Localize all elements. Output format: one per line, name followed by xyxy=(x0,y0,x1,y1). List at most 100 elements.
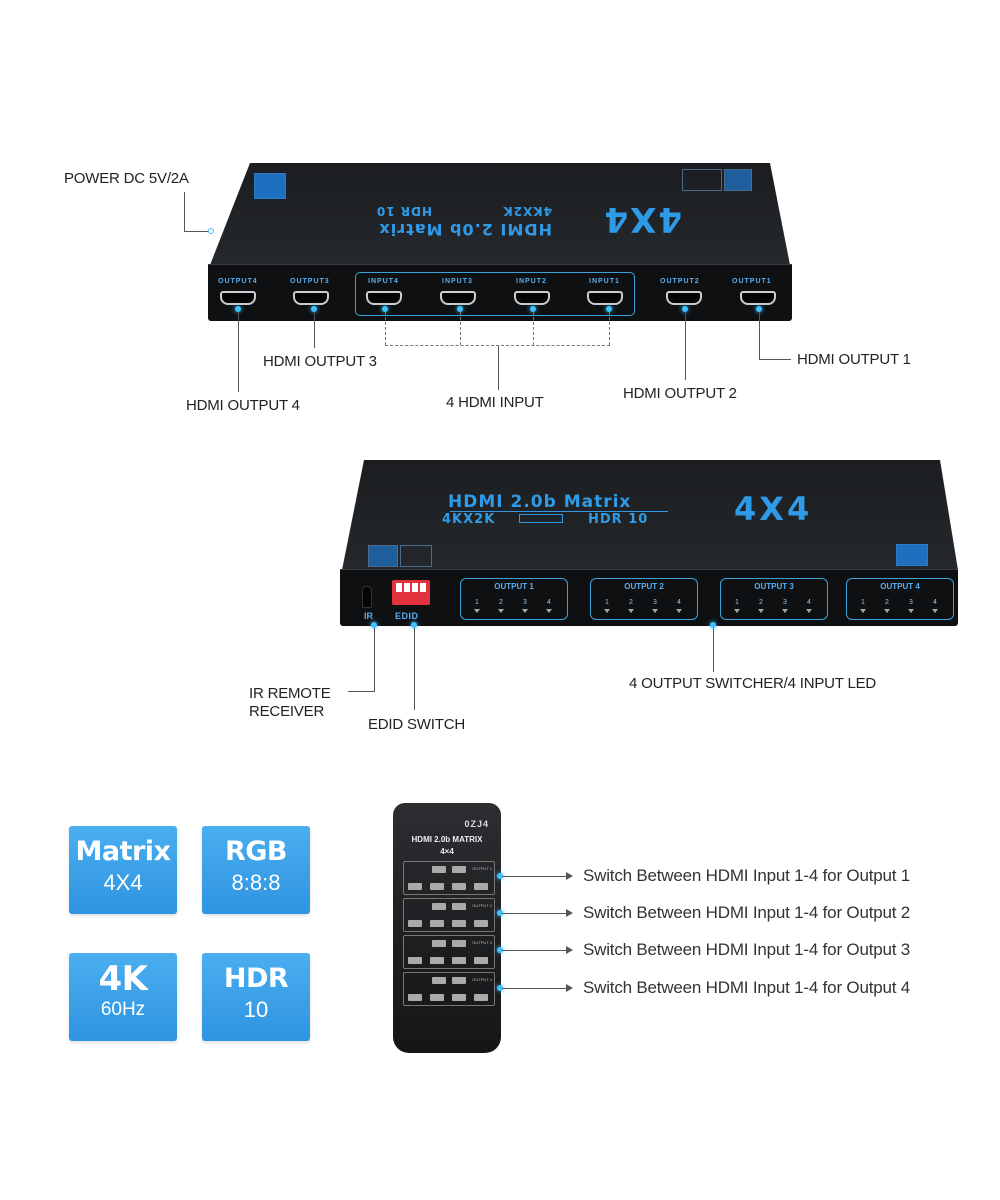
tile-title: RGB xyxy=(224,836,288,867)
prev-button[interactable] xyxy=(432,866,446,873)
tile-title: 4K xyxy=(98,959,148,999)
device-title-flipped: HDMI 2.0b Matrix 4KX2K HDR 10 4X4 xyxy=(302,199,702,239)
input-number: 4 xyxy=(547,599,551,606)
out4-leader xyxy=(238,312,239,392)
remote-group-output2[interactable]: OUTPUT 2 xyxy=(403,898,495,932)
input-number: 3 xyxy=(523,599,527,606)
output-group-label: OUTPUT 1 xyxy=(494,582,534,591)
remote-model: HDMI 2.0b MATRIX xyxy=(411,835,483,844)
remote-description: Switch Between HDMI Input 1-4 for Output… xyxy=(583,978,911,997)
led-icon xyxy=(782,609,788,613)
input-3-button[interactable] xyxy=(452,920,466,927)
next-button[interactable] xyxy=(452,940,466,947)
device-front-panel: IR EDID OUTPUT 1 1 2 3 4 OUTPUT 2 1 2 3 … xyxy=(340,569,958,626)
hdmi-port-output4[interactable] xyxy=(220,291,256,305)
cert-badge-icon xyxy=(400,545,432,567)
arrow-right-icon xyxy=(566,984,573,992)
led-icon xyxy=(522,609,528,613)
remote-group-output3[interactable]: OUTPUT 3 xyxy=(403,935,495,969)
output-group-4[interactable]: OUTPUT 4 1 2 3 4 xyxy=(846,578,954,620)
led-icon xyxy=(734,609,740,613)
input-leader xyxy=(533,312,534,345)
prev-button[interactable] xyxy=(432,977,446,984)
cert-badge-icon xyxy=(682,169,722,191)
remote-group-output1[interactable]: OUTPUT 1 xyxy=(403,861,495,895)
title-underline xyxy=(450,511,668,512)
arrow-line xyxy=(502,876,566,877)
hdmi-port-input2[interactable] xyxy=(514,291,550,305)
out1-callout-label: HDMI OUTPUT 1 xyxy=(797,351,911,368)
input-number: 3 xyxy=(909,599,913,606)
led-icon xyxy=(498,609,504,613)
input-4-button[interactable] xyxy=(474,994,488,1001)
arrow-right-icon xyxy=(566,946,573,954)
next-button[interactable] xyxy=(452,866,466,873)
input-2-button[interactable] xyxy=(430,994,444,1001)
port-label: OUTPUT2 xyxy=(660,278,700,285)
led-icon xyxy=(758,609,764,613)
switcher-callout-label: 4 OUTPUT SWITCHER/4 INPUT LED xyxy=(629,675,877,692)
input-2-button[interactable] xyxy=(430,957,444,964)
input-bracket xyxy=(385,345,610,346)
remote-group-output4[interactable]: OUTPUT 4 xyxy=(403,972,495,1006)
input-3-button[interactable] xyxy=(452,957,466,964)
input-1-button[interactable] xyxy=(408,994,422,1001)
remote-marker xyxy=(497,910,503,916)
output-group-1[interactable]: OUTPUT 1 1 2 3 4 xyxy=(460,578,568,620)
input-number: 4 xyxy=(933,599,937,606)
inputs-callout-label: 4 HDMI INPUT xyxy=(446,394,544,411)
device-badge: 4X4 xyxy=(602,199,682,239)
hdmi-port-output1[interactable] xyxy=(740,291,776,305)
edid-marker xyxy=(411,622,417,628)
remote-group-label: OUTPUT 3 xyxy=(472,940,492,945)
input-leader xyxy=(609,312,610,345)
next-button[interactable] xyxy=(452,977,466,984)
input-1-button[interactable] xyxy=(408,920,422,927)
output-group-label: OUTPUT 3 xyxy=(754,582,794,591)
hdmi-port-output3[interactable] xyxy=(293,291,329,305)
port-label: INPUT4 xyxy=(368,278,399,285)
device-title: HDMI 2.0b Matrix xyxy=(448,492,632,512)
output-group-2[interactable]: OUTPUT 2 1 2 3 4 xyxy=(590,578,698,620)
4k-badge-icon xyxy=(368,545,398,567)
prev-button[interactable] xyxy=(432,940,446,947)
input-1-button[interactable] xyxy=(408,957,422,964)
arrow-right-icon xyxy=(566,909,573,917)
edid-dip-switch[interactable] xyxy=(392,580,430,605)
hdmi-port-input3[interactable] xyxy=(440,291,476,305)
input-1-button[interactable] xyxy=(408,883,422,890)
input-leader xyxy=(460,312,461,345)
input-2-button[interactable] xyxy=(430,883,444,890)
out1-leader xyxy=(759,359,791,360)
input-4-button[interactable] xyxy=(474,920,488,927)
ir-marker xyxy=(371,622,377,628)
input-number: 2 xyxy=(629,599,633,606)
ir-remote-control: 0ZJ4 HDMI 2.0b MATRIX 4×4 OUTPUT 1 OUTPU… xyxy=(393,803,501,1053)
out1-leader xyxy=(759,312,760,360)
device-top-surface: HDMI 2.0b Matrix 4KX2K HDR 10 4X4 xyxy=(210,163,790,265)
output-group-3[interactable]: OUTPUT 3 1 2 3 4 xyxy=(720,578,828,620)
hdmi-port-output2[interactable] xyxy=(666,291,702,305)
input-leader xyxy=(385,312,386,345)
feature-tile-rgb: RGB 8:8:8 xyxy=(202,826,310,914)
input-3-button[interactable] xyxy=(452,883,466,890)
input-2-button[interactable] xyxy=(430,920,444,927)
prev-button[interactable] xyxy=(432,903,446,910)
led-icon xyxy=(474,609,480,613)
remote-description: Switch Between HDMI Input 1-4 for Output… xyxy=(583,903,911,922)
arrow-right-icon xyxy=(566,872,573,880)
remote-dims: 4×4 xyxy=(440,847,454,856)
hdmi-port-input1[interactable] xyxy=(587,291,623,305)
hdmi-port-input4[interactable] xyxy=(366,291,402,305)
out3-leader xyxy=(314,312,315,348)
input-4-button[interactable] xyxy=(474,883,488,890)
next-button[interactable] xyxy=(452,903,466,910)
led-icon xyxy=(884,609,890,613)
remote-brand: 0ZJ4 xyxy=(464,819,489,829)
arrow-line xyxy=(502,950,566,951)
input-3-button[interactable] xyxy=(452,994,466,1001)
port-label: OUTPUT3 xyxy=(290,278,330,285)
edid-callout-label: EDID SWITCH xyxy=(368,716,465,733)
input-4-button[interactable] xyxy=(474,957,488,964)
arrow-line xyxy=(502,988,566,989)
